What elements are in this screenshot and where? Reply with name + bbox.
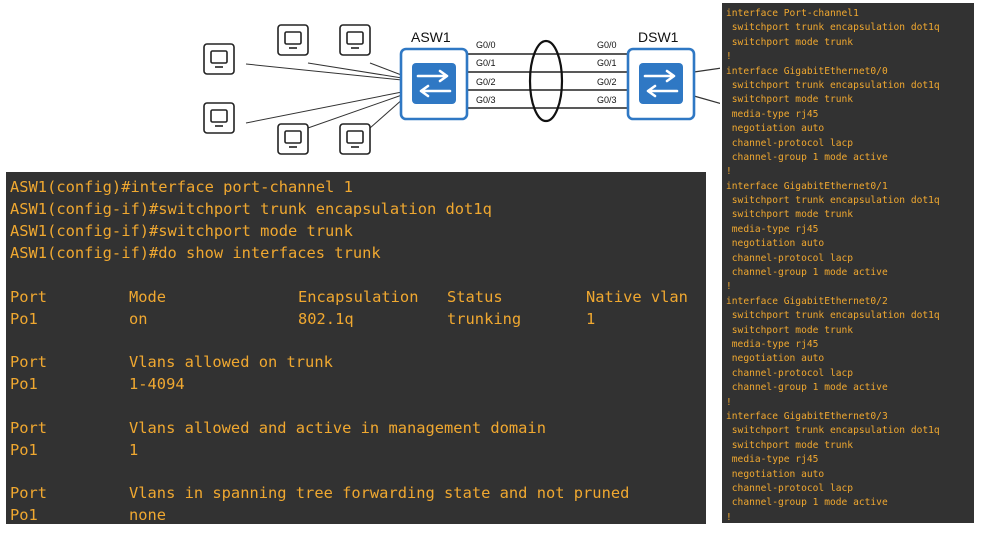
pc-icon bbox=[277, 123, 309, 155]
config-line: channel-group 1 mode active bbox=[726, 267, 888, 279]
dsw1-label: DSW1 bbox=[638, 29, 679, 45]
config-line: switchport mode trunk bbox=[726, 94, 854, 106]
etherchannel-ellipse bbox=[528, 39, 564, 123]
column-port: Port bbox=[10, 287, 48, 306]
config-line: switchport mode trunk bbox=[726, 324, 854, 336]
config-line: channel-protocol lacp bbox=[726, 137, 854, 149]
config-line: media-type rj45 bbox=[726, 338, 819, 350]
dsw1-port-label: G0/0 bbox=[597, 40, 617, 50]
config-line: ! bbox=[726, 166, 732, 178]
section-row: Po1 1 bbox=[10, 439, 706, 461]
pc-icon bbox=[203, 102, 235, 134]
pc-icon bbox=[339, 24, 371, 56]
section-title: Vlans allowed on trunk bbox=[129, 353, 333, 371]
cli-command: ASW1(config)#interface port-channel 1 bbox=[10, 178, 353, 196]
uplink-lines bbox=[693, 67, 720, 105]
pc-links bbox=[245, 62, 405, 129]
cell-port: Port bbox=[10, 353, 48, 371]
config-line: negotiation auto bbox=[726, 353, 825, 365]
config-line: channel-group 1 mode active bbox=[726, 497, 888, 509]
cli-terminal: ASW1(config)#interface port-channel 1 AS… bbox=[6, 172, 706, 524]
config-line: channel-group 1 mode active bbox=[726, 382, 888, 394]
cli-command: ASW1(config-if)#switchport mode trunk bbox=[10, 222, 353, 240]
pc-icon bbox=[277, 24, 309, 56]
asw1-switch-icon bbox=[399, 47, 469, 121]
config-line: switchport trunk encapsulation dot1q bbox=[726, 195, 940, 207]
column-mode: Mode bbox=[129, 287, 167, 306]
cell-status: trunking bbox=[447, 309, 522, 328]
cell-native-vlan: 1 bbox=[586, 309, 596, 328]
config-line: negotiation auto bbox=[726, 238, 825, 250]
cell-port: Po1 bbox=[10, 506, 38, 524]
trunk-links bbox=[468, 53, 628, 109]
section-header: Port Vlans in spanning tree forwarding s… bbox=[10, 482, 706, 504]
section-title: Vlans in spanning tree forwarding state … bbox=[129, 484, 630, 502]
section-title: Vlans allowed and active in management d… bbox=[129, 418, 546, 437]
config-line: media-type rj45 bbox=[726, 108, 819, 120]
cell-port: Port bbox=[10, 418, 48, 437]
config-line: channel-protocol lacp bbox=[726, 367, 854, 379]
config-line: ! bbox=[726, 511, 732, 523]
config-line: ! bbox=[726, 396, 732, 408]
trunk-table-header: Port Mode Encapsulation Status Native vl… bbox=[10, 286, 706, 308]
section-value: 1-4094 bbox=[129, 375, 185, 393]
config-line: negotiation auto bbox=[726, 468, 825, 480]
asw1-port-label: G0/2 bbox=[476, 77, 496, 87]
cell-encapsulation: 802.1q bbox=[298, 309, 354, 328]
section-header: Port Vlans allowed and active in managem… bbox=[10, 417, 706, 439]
config-line: switchport trunk encapsulation dot1q bbox=[726, 22, 940, 34]
section-value: none bbox=[129, 506, 167, 524]
config-line: interface GigabitEthernet0/2 bbox=[726, 295, 888, 307]
section-row: Po1 1-4094 bbox=[10, 373, 706, 395]
asw1-port-label: G0/3 bbox=[476, 95, 496, 105]
dsw1-port-label: G0/3 bbox=[597, 95, 617, 105]
column-native-vlan: Native vlan bbox=[586, 287, 688, 306]
config-line: channel-protocol lacp bbox=[726, 482, 854, 494]
config-line: negotiation auto bbox=[726, 123, 825, 135]
config-line: channel-group 1 mode active bbox=[726, 151, 888, 163]
cell-port: Po1 bbox=[10, 440, 38, 459]
config-line: switchport mode trunk bbox=[726, 209, 854, 221]
column-encapsulation: Encapsulation bbox=[298, 287, 419, 306]
config-line: channel-protocol lacp bbox=[726, 252, 854, 264]
asw1-port-label: G0/1 bbox=[476, 58, 496, 68]
config-line: interface GigabitEthernet0/0 bbox=[726, 65, 888, 77]
pc-icon bbox=[203, 43, 235, 75]
dsw1-switch-icon bbox=[626, 47, 696, 121]
config-line: switchport mode trunk bbox=[726, 439, 854, 451]
config-line: media-type rj45 bbox=[726, 223, 819, 235]
section-header: Port Vlans allowed on trunk bbox=[10, 351, 706, 373]
cell-port: Po1 bbox=[10, 375, 38, 393]
cell-port: Po1 bbox=[10, 309, 38, 328]
dsw1-port-label: G0/1 bbox=[597, 58, 617, 68]
config-line: switchport trunk encapsulation dot1q bbox=[726, 310, 940, 322]
pc-icon bbox=[339, 123, 371, 155]
config-line: interface Port-channel1 bbox=[726, 8, 859, 19]
config-line: ! bbox=[726, 281, 732, 293]
dsw1-port-label: G0/2 bbox=[597, 77, 617, 87]
trunk-table-row: Po1 on 802.1q trunking 1 bbox=[10, 308, 706, 330]
config-line: media-type rj45 bbox=[726, 454, 819, 466]
cli-command: ASW1(config-if)#do show interfaces trunk bbox=[10, 244, 381, 262]
network-diagram: G0/0 G0/1 G0/2 G0/3 G0/0 G0/1 G0/2 G0/3 … bbox=[203, 24, 720, 155]
cell-mode: on bbox=[129, 309, 148, 328]
cell-port: Port bbox=[10, 484, 48, 502]
config-line: interface GigabitEthernet0/1 bbox=[726, 180, 888, 192]
asw1-port-label: G0/0 bbox=[476, 40, 496, 50]
section-value: 1 bbox=[129, 440, 139, 459]
asw1-label: ASW1 bbox=[411, 29, 451, 45]
section-row: Po1 none bbox=[10, 504, 706, 524]
cli-command: ASW1(config-if)#switchport trunk encapsu… bbox=[10, 200, 492, 218]
config-line: ! bbox=[726, 51, 732, 63]
config-line: switchport trunk encapsulation dot1q bbox=[726, 79, 940, 91]
config-line: switchport trunk encapsulation dot1q bbox=[726, 425, 940, 437]
config-line: switchport mode trunk bbox=[726, 36, 854, 48]
config-line: interface GigabitEthernet0/3 bbox=[726, 410, 888, 422]
column-status: Status bbox=[447, 287, 503, 306]
running-config-panel: interface Port-channel1 switchport trunk… bbox=[722, 3, 974, 523]
